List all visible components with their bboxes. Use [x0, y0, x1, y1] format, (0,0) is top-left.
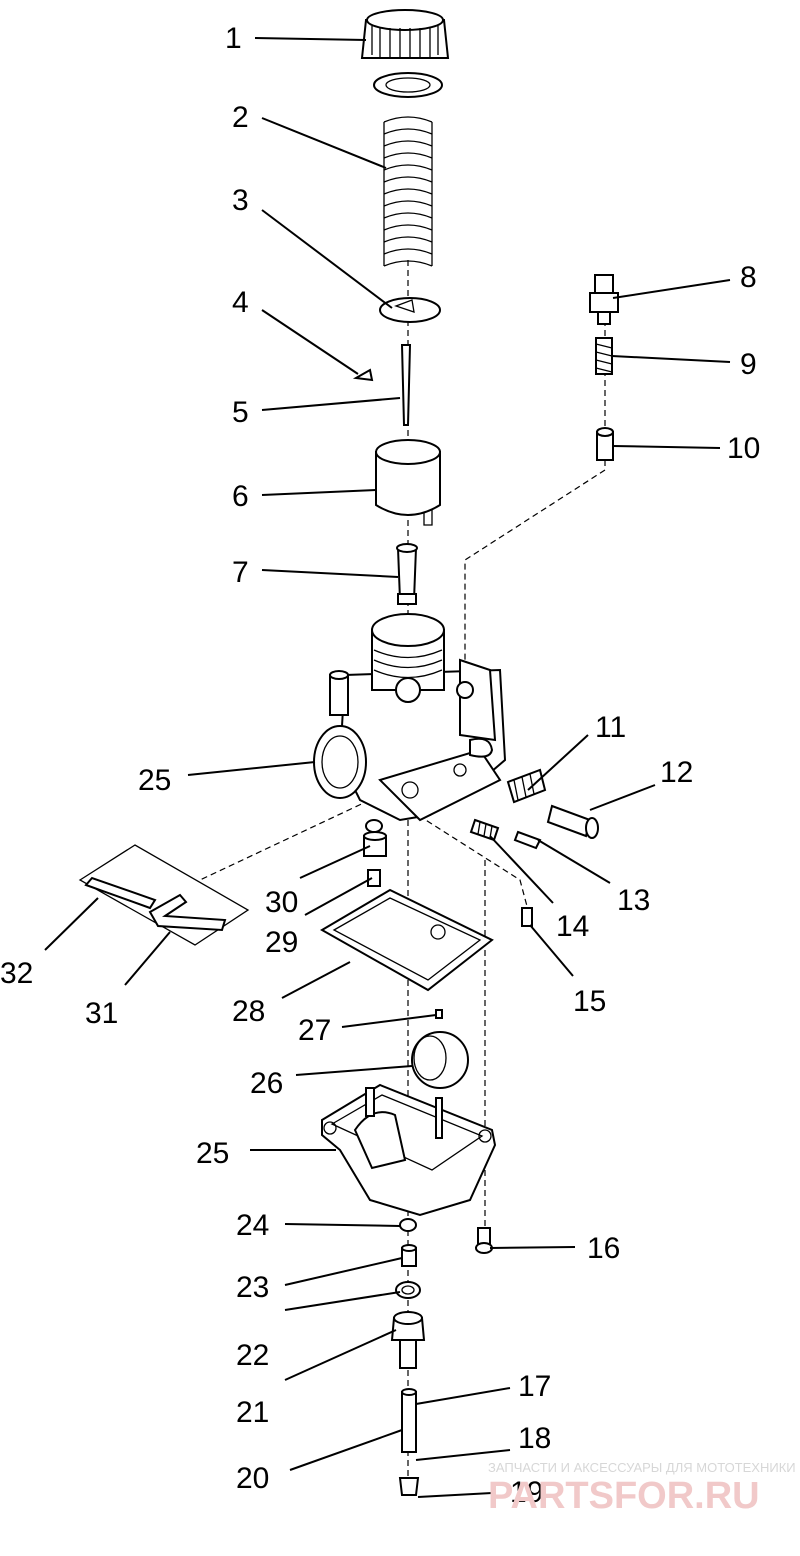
part-float-bowl	[321, 1083, 497, 1217]
part-clip	[352, 368, 374, 382]
callout-30: 30	[265, 886, 298, 919]
callout-27: 27	[298, 1014, 331, 1047]
callout-15: 15	[573, 985, 606, 1018]
part-needle-jet	[396, 543, 418, 605]
part-carburetor-body	[313, 613, 507, 822]
callout-5: 5	[232, 396, 249, 429]
watermark-logo: PARTSFOR.RU	[488, 1475, 760, 1517]
callout-2: 2	[232, 101, 249, 134]
callout-1: 1	[225, 22, 242, 55]
callout-28: 28	[232, 995, 265, 1028]
part-pilot-screw	[589, 274, 619, 325]
callout-23: 23	[236, 1271, 269, 1304]
part-air-screw-spring	[469, 818, 500, 842]
part-pilot-spring	[595, 337, 613, 375]
callout-3: 3	[232, 184, 249, 217]
part-float-pin	[435, 1009, 443, 1019]
callout-11: 11	[595, 711, 626, 744]
part-spring	[383, 116, 433, 267]
part-drain-cap	[398, 1477, 420, 1496]
pilot-axis-line	[464, 320, 606, 690]
callout-29: 29	[265, 926, 298, 959]
callout-25-bowl: 25	[196, 1137, 229, 1170]
part-jet-needle	[400, 344, 412, 426]
part-float-bowl-gasket	[319, 888, 494, 992]
callout-9: 9	[740, 348, 757, 381]
part-idle-screw	[546, 804, 599, 839]
part-pilot-washer	[596, 427, 614, 461]
watermark-tagline: ЗАПЧАСТИ И АКСЕССУАРЫ ДЛЯ МОТОТЕХНИКИ	[488, 1460, 796, 1475]
callout-24: 24	[236, 1209, 269, 1242]
callout-10: 10	[727, 432, 760, 465]
callout-6: 6	[232, 480, 249, 513]
callout-17: 17	[518, 1370, 551, 1403]
part-retainer-plate	[379, 297, 441, 323]
callout-7: 7	[232, 556, 249, 589]
part-jet-nut	[401, 1244, 417, 1267]
part-drain-plug	[390, 1311, 426, 1369]
part-air-screw	[513, 830, 542, 850]
callout-21: 21	[236, 1396, 269, 1429]
part-cap	[360, 9, 450, 98]
part-throttle-valve	[375, 439, 441, 526]
part-jet-holder	[363, 819, 387, 887]
callout-20: 20	[236, 1462, 269, 1495]
callout-31: 31	[85, 997, 118, 1030]
part-idle-spring	[506, 768, 547, 804]
part-o-ring	[395, 1281, 421, 1299]
part-drain-tube	[401, 1388, 417, 1453]
air-screw-axis-line	[409, 809, 529, 911]
bracket-axis-line	[199, 799, 371, 881]
leader-lines	[44, 37, 731, 1498]
callout-19: 19	[510, 1476, 543, 1509]
callout-12: 12	[660, 756, 693, 789]
callout-25-body: 25	[138, 764, 171, 797]
part-bowl-screw	[475, 1227, 493, 1254]
callout-14: 14	[556, 910, 589, 943]
part-small-screw	[521, 907, 533, 927]
callout-8: 8	[740, 261, 757, 294]
part-float	[411, 1031, 469, 1089]
callout-4: 4	[232, 286, 249, 319]
part-main-jet	[399, 1218, 417, 1232]
callout-22: 22	[236, 1339, 269, 1372]
callout-26: 26	[250, 1067, 283, 1100]
callout-13: 13	[617, 884, 650, 917]
callout-16: 16	[587, 1232, 620, 1265]
callout-32: 32	[0, 957, 33, 990]
part-bracket-plate	[78, 844, 250, 946]
callout-18: 18	[518, 1422, 551, 1455]
